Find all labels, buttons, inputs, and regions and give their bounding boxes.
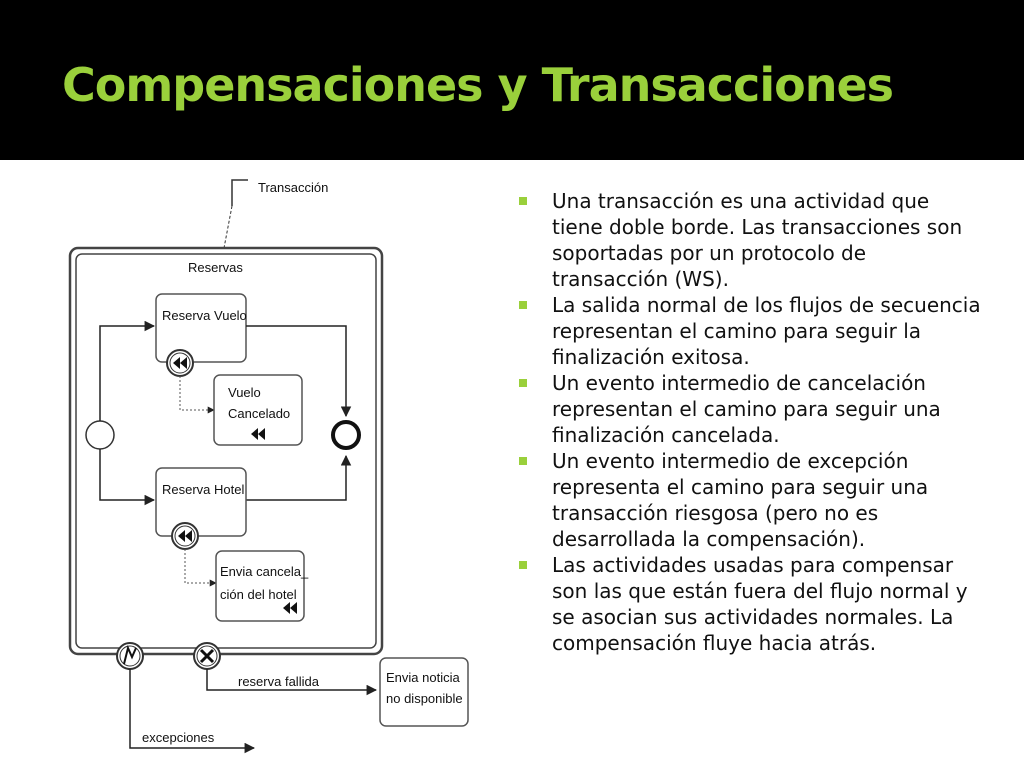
annotation-transaccion: Transacción <box>223 179 328 249</box>
error-event-icon <box>116 642 144 670</box>
bullet-item: Una transacción es una actividad que tie… <box>516 188 986 292</box>
svg-text:ción del hotel: ción del hotel <box>220 587 297 602</box>
transaction-group: Reservas <box>68 246 384 656</box>
flow-reserva-fallida <box>206 669 378 696</box>
task-reserva-hotel: Reserva Hotel <box>155 467 247 537</box>
svg-text:Cancelado: Cancelado <box>228 406 290 421</box>
bullet-marker-icon <box>519 457 527 465</box>
bullet-item: Un evento intermedio de cancelación repr… <box>516 370 986 448</box>
svg-text:Reserva Hotel: Reserva Hotel <box>162 482 244 497</box>
bullet-item: Un evento intermedio de excepción repres… <box>516 448 986 552</box>
bpmn-transaction-diagram: Transacción Reservas Reserva Vuelo Vuelo… <box>68 179 469 754</box>
svg-text:Envia cancela_: Envia cancela_ <box>220 564 309 579</box>
task-envia-noticia: Envia noticia no disponible <box>379 657 469 727</box>
bullet-marker-icon <box>519 561 527 569</box>
task-reserva-vuelo: Reserva Vuelo <box>155 293 247 363</box>
bullet-list: Una transacción es una actividad que tie… <box>516 188 986 656</box>
svg-text:Envia noticia: Envia noticia <box>386 670 460 685</box>
compensation-event-vuelo-icon <box>166 349 194 377</box>
slide-content <box>0 160 1024 768</box>
start-event <box>85 420 115 450</box>
group-label: Reservas <box>188 260 243 275</box>
flow-start-to-vuelo <box>99 320 156 421</box>
task-envia-cancelacion: Envia cancela_ ción del hotel <box>215 550 309 622</box>
compensation-marker-icon <box>283 602 297 614</box>
flow-excepciones <box>129 669 256 754</box>
svg-text:Reserva Vuelo: Reserva Vuelo <box>162 308 247 323</box>
annotation-label: Transacción <box>258 180 328 195</box>
label-reserva-fallida: reserva fallida <box>238 674 320 689</box>
flow-vuelo-to-end <box>246 325 352 418</box>
svg-text:Vuelo: Vuelo <box>228 385 261 400</box>
flow-start-to-hotel <box>99 449 156 506</box>
task-vuelo-cancelado: Vuelo Cancelado <box>213 374 303 446</box>
bullet-marker-icon <box>519 379 527 387</box>
bullet-item: La salida normal de los flujos de secuen… <box>516 292 986 370</box>
compensation-marker-icon <box>251 428 265 440</box>
title-bar: Compensaciones y Transacciones <box>0 0 1024 160</box>
label-excepciones: excepciones <box>142 730 215 745</box>
slide-title: Compensaciones y Transacciones <box>62 58 894 112</box>
compensation-event-hotel-icon <box>171 522 199 550</box>
end-event <box>331 420 361 450</box>
association-vuelo-cancelado <box>179 376 215 414</box>
bullet-item: Las actividades usadas para compensar so… <box>516 552 986 656</box>
svg-text:no disponible: no disponible <box>386 691 463 706</box>
flow-hotel-to-end <box>246 454 352 501</box>
association-envia-cancelacion <box>184 549 217 587</box>
bullet-marker-icon <box>519 197 527 205</box>
bullet-marker-icon <box>519 301 527 309</box>
cancel-event-icon <box>193 642 221 670</box>
